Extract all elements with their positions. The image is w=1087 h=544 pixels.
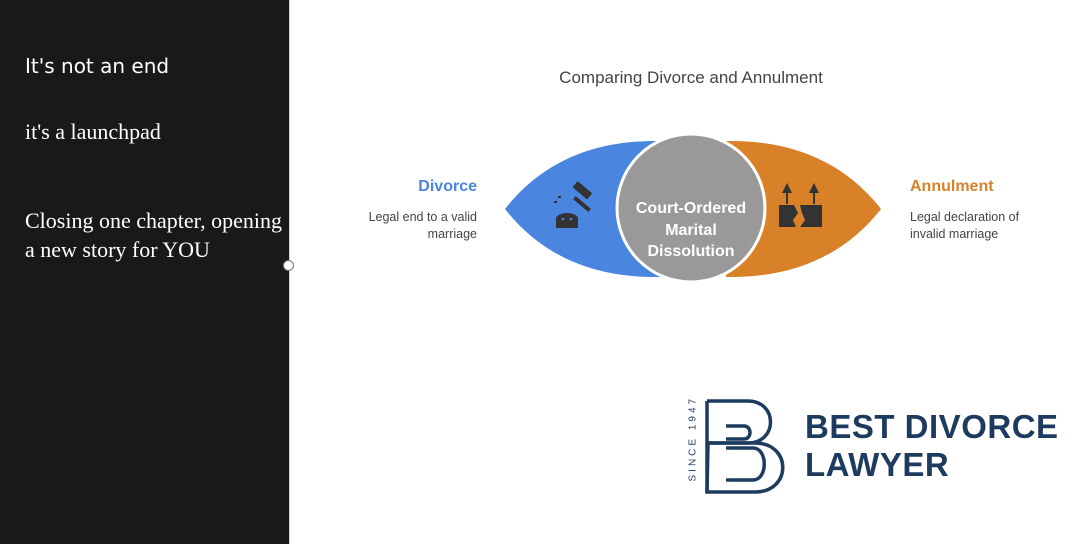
annulment-heading: Annulment [910, 178, 994, 195]
slide-text-panel: It's not an end it's a launchpad Closing… [0, 0, 289, 544]
logo-name-line-2: LAWYER [805, 446, 950, 483]
divorce-shape [505, 140, 660, 278]
slide-text-line-2: it's a launchpad [25, 119, 161, 144]
resize-handle[interactable] [283, 260, 294, 271]
diagram-title: Comparing Divorce and Annulment [559, 68, 823, 87]
panel-divider [289, 0, 290, 544]
logo-b-mark [705, 399, 785, 494]
slide-text-line-3: Closing one chapter, opening a new story… [25, 208, 282, 262]
center-circle [615, 132, 767, 284]
logo-since-text: SINCE 1947 [687, 395, 699, 482]
logo-name: BEST DIVORCE LAWYER [805, 408, 1059, 484]
center-label: Court-Ordered Marital Dissolution [635, 200, 747, 260]
logo-name-line-1: BEST DIVORCE [805, 408, 1059, 445]
slide-text-line-1: It's not an end [25, 54, 170, 78]
divorce-description: Legal end to a valid marriage [368, 210, 477, 241]
gavel-icon [554, 181, 592, 228]
annulment-description: Legal declaration of invalid marriage [910, 210, 1020, 241]
divorce-heading: Divorce [418, 178, 477, 195]
broken-wall-icon [779, 183, 822, 227]
